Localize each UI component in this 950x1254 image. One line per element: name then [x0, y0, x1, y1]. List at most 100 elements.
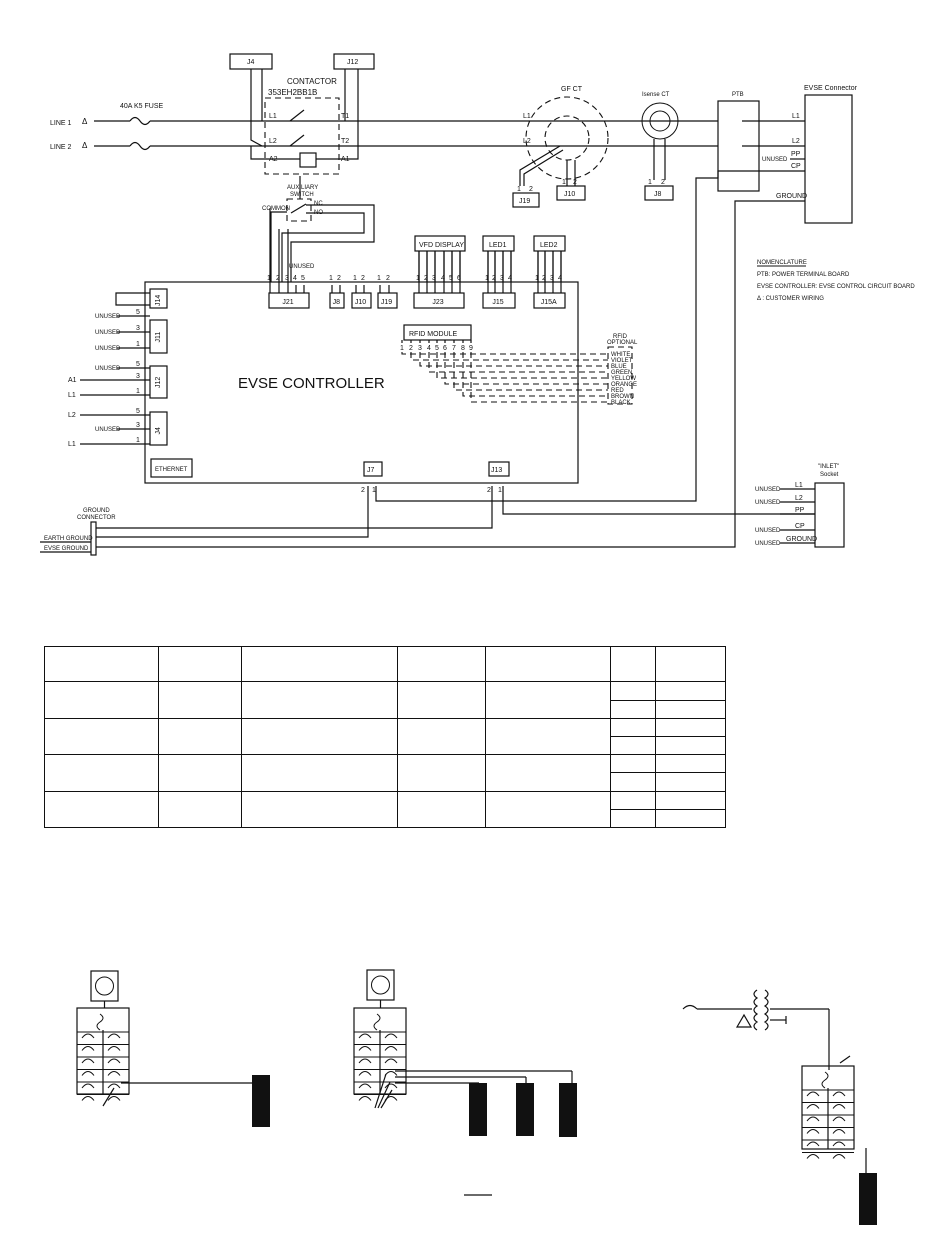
left-pin-label: UNUSED [95, 366, 121, 372]
evse-connector-l1: L1 [792, 113, 800, 120]
pin-number: 1 [136, 388, 140, 395]
aux-switch-title: AUXILIARY [287, 185, 318, 191]
led2-box [533, 235, 566, 252]
contactor-j4-label: J4 [247, 59, 255, 66]
evse-connector-pp: PP [791, 151, 801, 158]
pin-number: 5 [301, 275, 305, 282]
connector-j23-label: J23 [432, 299, 443, 306]
table-header-row [44, 645, 726, 683]
pin-number: 1 [485, 275, 489, 282]
pin-number: 1 [267, 275, 271, 282]
led1-box [482, 235, 515, 252]
rfid-pin: 7 [452, 345, 456, 352]
aux-switch-title: SWITCH [290, 192, 314, 198]
connector-j19-label: J19 [381, 299, 392, 306]
gfct-pin: 2 [573, 179, 577, 186]
power-terminal-board: PTB [375, 92, 805, 502]
pin-number: 1 [416, 275, 420, 282]
pin-number: 1 [329, 275, 333, 282]
inlet-pin-label: CP [795, 523, 805, 530]
left-pin-label: UNUSED [95, 314, 121, 320]
connector-j23 [413, 292, 465, 309]
rfid-wire-color: VIOLET [611, 358, 633, 364]
pin-number: 5 [136, 408, 140, 415]
pin-number: 2 [276, 275, 280, 282]
fuse-label: 40A K5 FUSE [120, 103, 164, 110]
contactor-t1: T1 [341, 113, 349, 120]
evse-connector: EVSE Connector L1 L2 PP CP UNUSED GROUND [96, 85, 858, 548]
ground-connector-title: GROUND [83, 508, 110, 514]
evse-connector-unused: UNUSED [762, 157, 788, 163]
pin-number: 2 [424, 275, 428, 282]
pin-number: 1 [535, 275, 539, 282]
connector-j7 [363, 461, 383, 477]
contactor-coil [299, 152, 317, 168]
rfid-pin: 2 [409, 345, 413, 352]
pin-number: 5 [449, 275, 453, 282]
j13-pin: 2 [487, 487, 491, 494]
gfct-pin: 1 [562, 179, 566, 186]
rfid-optional: RFID [613, 334, 628, 340]
gfct-title: GF CT [561, 86, 583, 93]
wire-table [44, 645, 726, 829]
rfid-wire-color: YELLOW [611, 376, 636, 382]
contactor-a1: A1 [341, 156, 350, 163]
rfid-wire-color: BLACK [611, 400, 631, 406]
pin-number: 3 [432, 275, 436, 282]
left-pin-label: UNUSED [95, 346, 121, 352]
left-pin-label: A1 [68, 377, 77, 384]
table-row [44, 790, 726, 829]
appliance-block [516, 1083, 534, 1136]
isense-inner-ring [649, 110, 671, 132]
connector-j12 [149, 365, 168, 399]
isense-pin: 2 [661, 179, 665, 186]
rfid-wire-color: ORANGE [611, 382, 637, 388]
pin-number: 3 [136, 422, 140, 429]
inlet-socket: "INLET" Socket L1UNUSEDL2UNUSEDPPCPUNUSE… [755, 464, 845, 548]
appliance-block [859, 1173, 877, 1225]
gfct-inner-ring [544, 115, 590, 161]
appliance-block [252, 1075, 270, 1127]
rfid-wire-color: BLUE [611, 364, 627, 370]
connector-j10 [351, 292, 372, 309]
led1-label: LED1 [489, 242, 507, 249]
panel-illustrations [76, 969, 877, 1225]
line1-label: LINE 1 [50, 120, 72, 127]
connector-j11 [149, 319, 168, 354]
gfct-l2: L2 [523, 138, 531, 145]
rfid-pin: 1 [400, 345, 404, 352]
auxiliary-switch: AUXILIARY SWITCH COMMON NC NO [262, 176, 375, 285]
gf-ct: GF CT L1 L2 1 2 J19 1 2 J10 [512, 86, 609, 208]
inlet-pin-label: L2 [795, 495, 803, 502]
rfid-module-title: RFID MODULE [409, 331, 458, 338]
ptb-title: PTB [732, 92, 744, 98]
left-pin-label: UNUSED [95, 330, 121, 336]
nomenclature: NOMENCLATURE PTB: POWER TERMINAL BOARD E… [757, 260, 915, 302]
connector-j14 [149, 288, 168, 309]
contactor: J4 J12 CONTACTOR 353EH2BB1B L1 L2 T1 T2 … [229, 53, 375, 175]
table-row [44, 717, 726, 756]
evse-connector-ground: GROUND [776, 193, 807, 200]
connector-j15a [533, 292, 566, 309]
j13-pin: 1 [498, 487, 502, 494]
connector-j15 [482, 292, 516, 309]
rfid-pin: 3 [418, 345, 422, 352]
appliance-block [559, 1083, 577, 1137]
connector-j21-label: J21 [282, 299, 293, 306]
left-pin-label: UNUSED [95, 427, 121, 433]
rfid-optional: OPTIONAL [607, 340, 638, 346]
j7-pin: 2 [361, 487, 365, 494]
left-pin-label: L1 [68, 392, 76, 399]
inlet-unused-label: UNUSED [755, 487, 781, 493]
nomenclature-title: NOMENCLATURE [757, 260, 807, 266]
pin-number: 2 [542, 275, 546, 282]
pin-number: 3 [500, 275, 504, 282]
table-row [45, 808, 726, 829]
pin-number: 2 [386, 275, 390, 282]
gfct-l1: L1 [523, 113, 531, 120]
customer-wiring-marker [735, 1013, 753, 1028]
table-row [44, 754, 726, 792]
pin-number: 2 [492, 275, 496, 282]
